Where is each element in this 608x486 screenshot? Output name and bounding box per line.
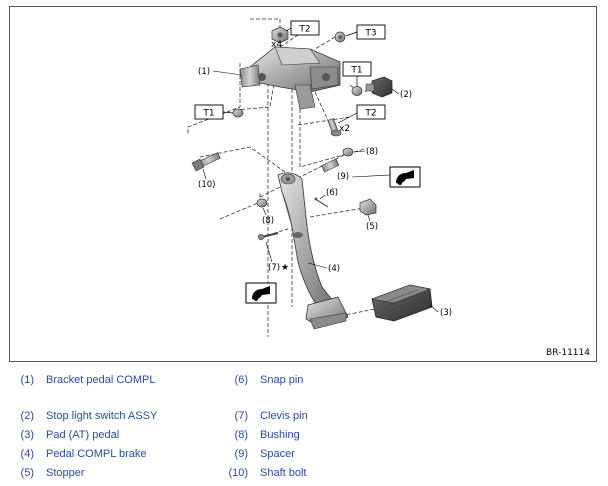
torque-tag-t3: T3 bbox=[345, 24, 386, 40]
stopper bbox=[359, 198, 377, 216]
callout-7: (7) ★ bbox=[265, 241, 289, 273]
legend-name: Pad (AT) pedal bbox=[46, 428, 120, 441]
callout-8-lower: (8) bbox=[262, 207, 274, 226]
bushing-upper bbox=[342, 147, 354, 157]
exploded-parts-diagram: T2 x4 T3 T1 T1 T2 x2 (1) bbox=[9, 6, 597, 362]
qty-x4: x4 bbox=[271, 40, 282, 50]
svg-text:(8): (8) bbox=[262, 216, 274, 226]
pad-at-pedal bbox=[371, 284, 433, 322]
legend-name: Bushing bbox=[260, 428, 300, 441]
callout-3: (3) bbox=[429, 304, 452, 318]
legend-row: (5) Stopper (10) Shaft bolt bbox=[12, 463, 308, 482]
stop-light-switch-assy bbox=[365, 76, 393, 98]
svg-text:(5): (5) bbox=[366, 222, 378, 232]
legend-number: (3) bbox=[20, 428, 34, 441]
diagram-canvas: T2 x4 T3 T1 T1 T2 x2 (1) bbox=[187, 18, 452, 337]
torque-tag-t2-top: T2 bbox=[285, 20, 320, 36]
nut-t3 bbox=[334, 31, 346, 43]
svg-text:(7): (7) bbox=[268, 263, 280, 273]
legend-name: Stopper bbox=[46, 466, 85, 479]
legend-number: (5) bbox=[20, 466, 34, 479]
pedal-compl-brake bbox=[277, 172, 349, 330]
nut-t1-left bbox=[232, 108, 244, 118]
clevis-pin bbox=[257, 232, 279, 241]
legend-name: Clevis pin bbox=[260, 409, 308, 422]
svg-text:(8): (8) bbox=[366, 147, 378, 157]
legend-row: (1) Bracket pedal COMPL (6) Snap pin bbox=[12, 370, 308, 389]
svg-text:(6): (6) bbox=[326, 188, 338, 198]
svg-text:T2: T2 bbox=[364, 109, 376, 119]
torque-tag-t1-right: T1 bbox=[342, 61, 372, 87]
svg-text:T1: T1 bbox=[350, 66, 362, 76]
callout-4: (4) bbox=[307, 262, 340, 274]
qty-x2: x2 bbox=[339, 124, 350, 134]
shaft-bolt bbox=[191, 152, 221, 172]
callout-2: (2) bbox=[391, 88, 412, 100]
callout-1: (1) bbox=[198, 67, 243, 77]
legend-row: (3) Pad (AT) pedal (8) Bushing bbox=[12, 425, 308, 444]
svg-text:T3: T3 bbox=[364, 29, 376, 39]
torque-tag-t2-right: T2 bbox=[337, 104, 386, 124]
spacer bbox=[321, 158, 340, 173]
torque-tag-t1-left: T1 bbox=[194, 104, 234, 120]
legend-number: (8) bbox=[234, 428, 248, 441]
callout-5: (5) bbox=[366, 214, 378, 232]
callout-6: (6) bbox=[319, 188, 338, 200]
legend-name: Snap pin bbox=[260, 373, 304, 386]
legend-row: (2) Stop light switch ASSY (7) Clevis pi… bbox=[12, 406, 308, 425]
legend-number: (6) bbox=[234, 373, 248, 386]
legend-number: (9) bbox=[234, 447, 248, 460]
legend-row: (4) Pedal COMPL brake (9) Spacer bbox=[12, 444, 308, 463]
svg-text:(1): (1) bbox=[198, 67, 210, 77]
grease-symbol-lower bbox=[245, 282, 277, 304]
star-mark: ★ bbox=[281, 263, 289, 273]
legend-name: Stop light switch ASSY bbox=[46, 409, 158, 422]
bracket-pedal-compl bbox=[239, 46, 341, 110]
legend-name: Bracket pedal COMPL bbox=[46, 373, 156, 386]
svg-text:T1: T1 bbox=[202, 109, 214, 119]
legend-name: Shaft bolt bbox=[260, 466, 307, 479]
svg-text:(4): (4) bbox=[328, 264, 340, 274]
legend-number: (4) bbox=[20, 447, 34, 460]
legend-name: Pedal COMPL brake bbox=[46, 447, 147, 460]
legend-number: (10) bbox=[228, 466, 248, 479]
svg-text:T2: T2 bbox=[298, 25, 310, 35]
figure-code: BR-11114 bbox=[546, 348, 590, 358]
svg-text:(3): (3) bbox=[440, 308, 452, 318]
grease-symbol-upper bbox=[389, 166, 421, 188]
callout-9: (9) bbox=[337, 172, 391, 182]
svg-text:(9): (9) bbox=[337, 172, 349, 182]
nut-top bbox=[271, 26, 289, 44]
legend-name: Spacer bbox=[260, 447, 295, 460]
parts-legend: (1) Bracket pedal COMPL (6) Snap pin (2)… bbox=[12, 370, 308, 482]
bushing-lower bbox=[256, 198, 268, 208]
callout-10: (10) bbox=[198, 168, 215, 190]
legend-number: (1) bbox=[20, 373, 34, 386]
legend-number: (2) bbox=[20, 409, 34, 422]
legend-number: (7) bbox=[234, 409, 248, 422]
svg-text:(10): (10) bbox=[198, 180, 215, 190]
nut-t1-right bbox=[351, 86, 363, 96]
callout-8-upper: (8) bbox=[353, 147, 378, 157]
legend-spacer bbox=[12, 389, 308, 406]
bolt-x2 bbox=[327, 118, 342, 137]
svg-text:(2): (2) bbox=[400, 90, 412, 100]
snap-pin bbox=[314, 197, 329, 208]
